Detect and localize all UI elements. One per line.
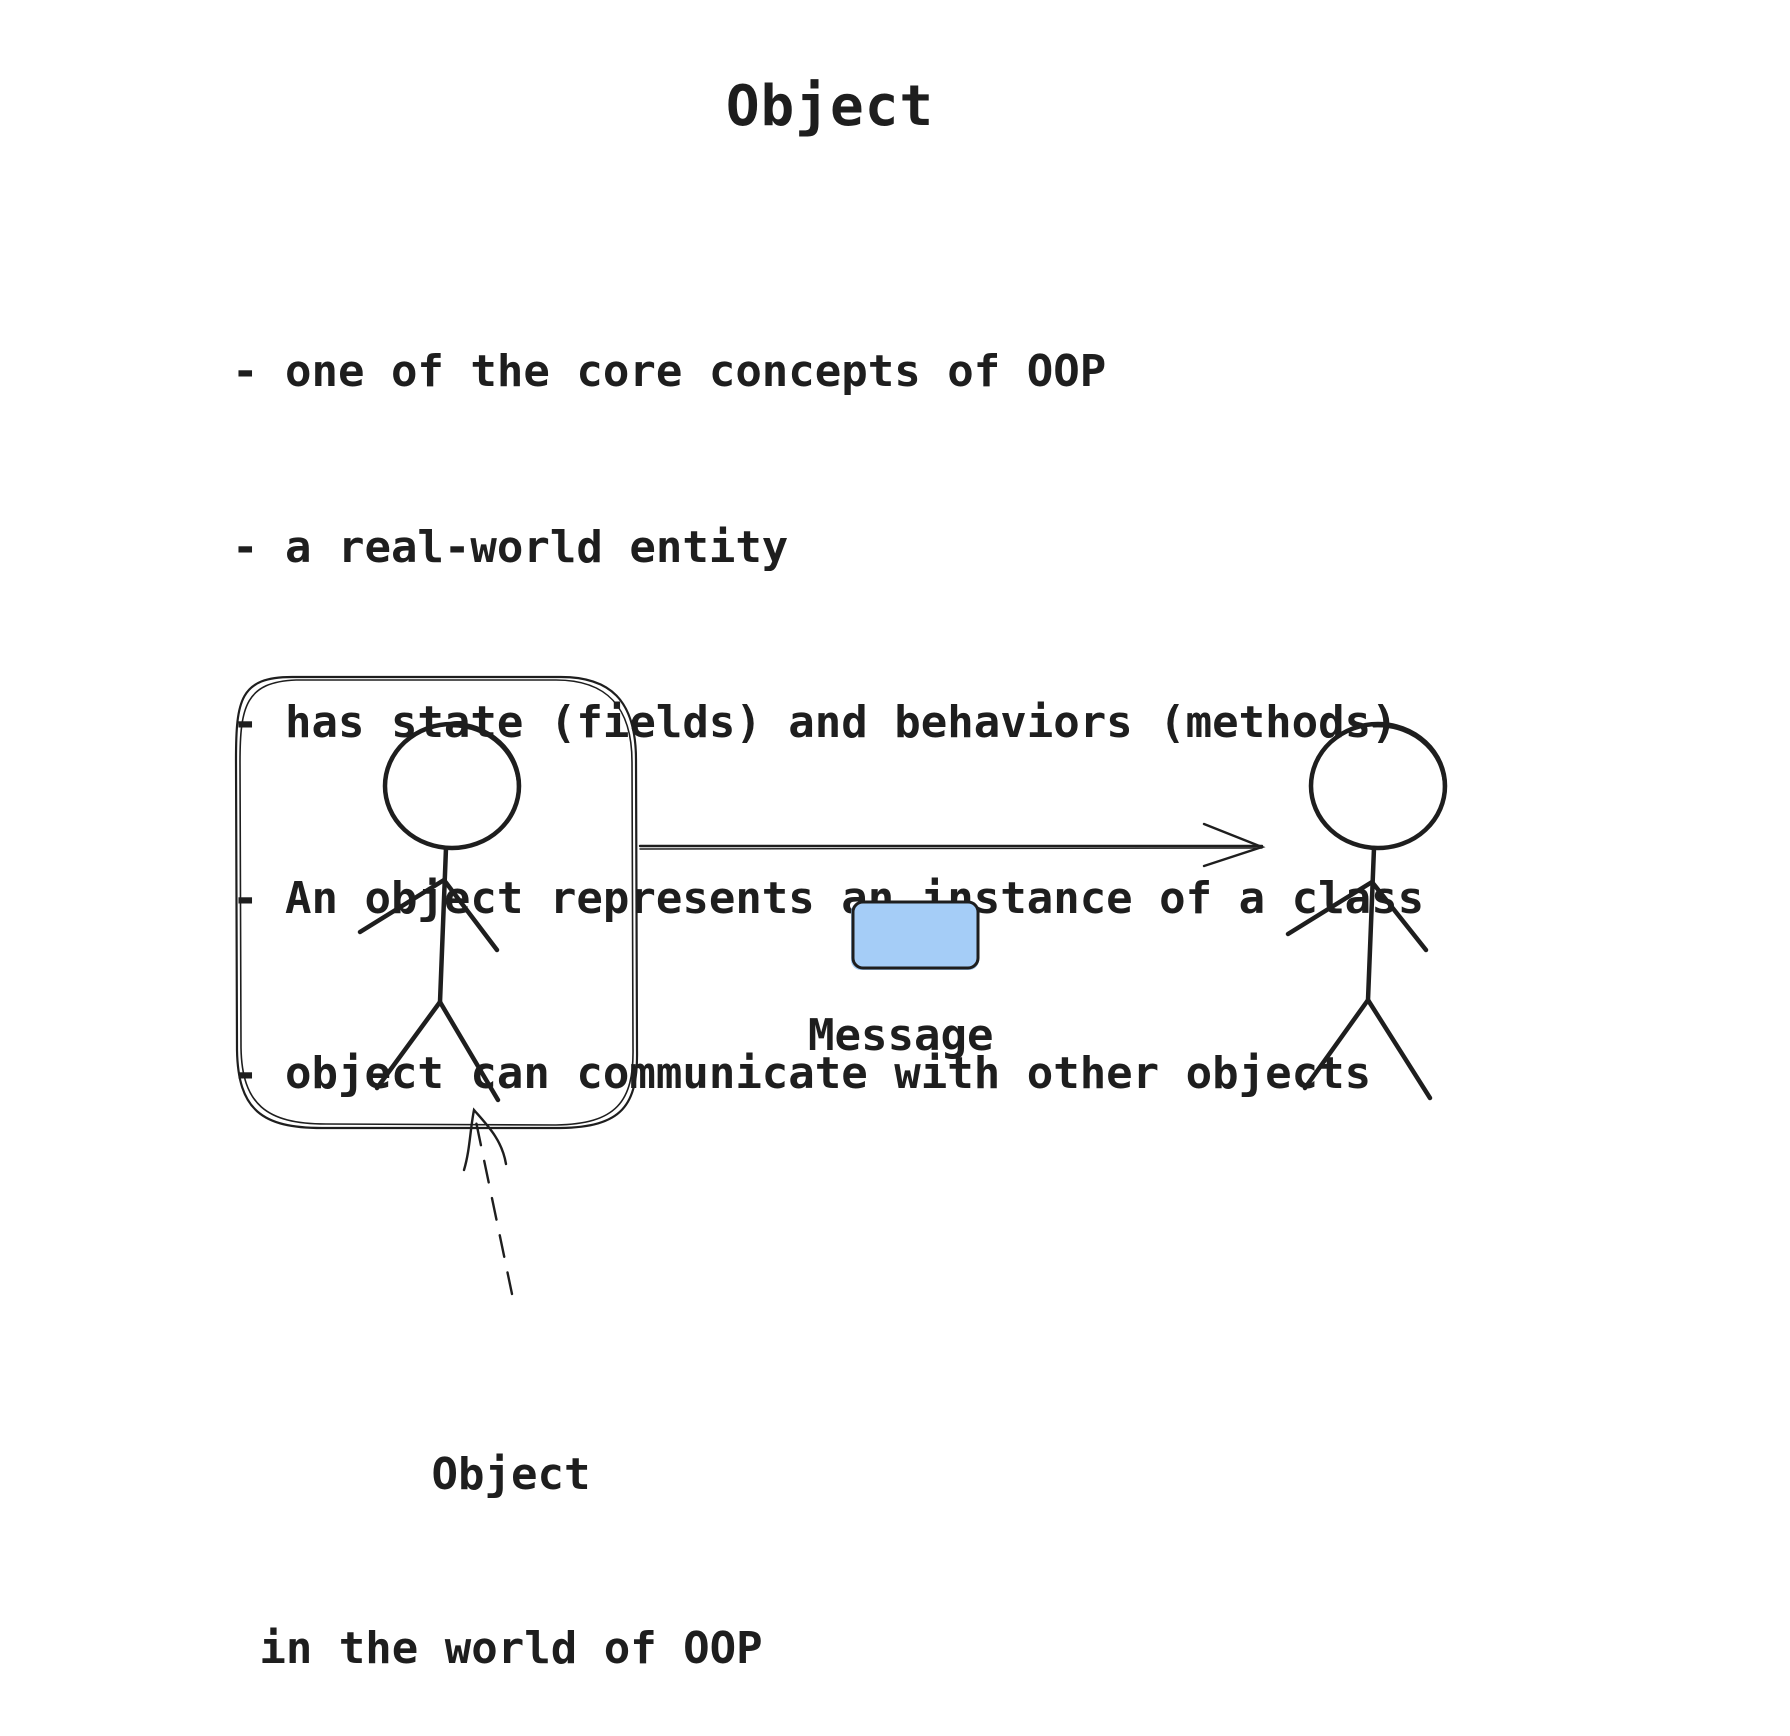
caption-line: Object [431, 1449, 591, 1500]
concept-item: has state (fields) and behaviors (method… [232, 694, 1424, 753]
message-envelope-icon [851, 900, 980, 970]
caption-pointer-arrow [462, 1107, 514, 1296]
stick-figure-icon [1285, 721, 1448, 1101]
concept-item: object can communicate with other object… [232, 1045, 1424, 1104]
object-caption: Object in the world of OOP [236, 1330, 786, 1736]
message-arrow [638, 822, 1266, 868]
concept-item: An object represents an instance of a cl… [232, 870, 1424, 929]
object-box [234, 675, 639, 1130]
caption-line: in the world of OOP [259, 1623, 763, 1674]
concept-item: a real-world entity [232, 519, 1424, 578]
message-label: Message [808, 1010, 994, 1061]
diagram-title: Object [725, 74, 935, 139]
concept-item: one of the core concepts of OOP [232, 343, 1424, 402]
concept-list: one of the core concepts of OOP a real-w… [232, 226, 1424, 1162]
stick-figure-icon [357, 721, 522, 1103]
diagram-canvas [234, 675, 1448, 1296]
